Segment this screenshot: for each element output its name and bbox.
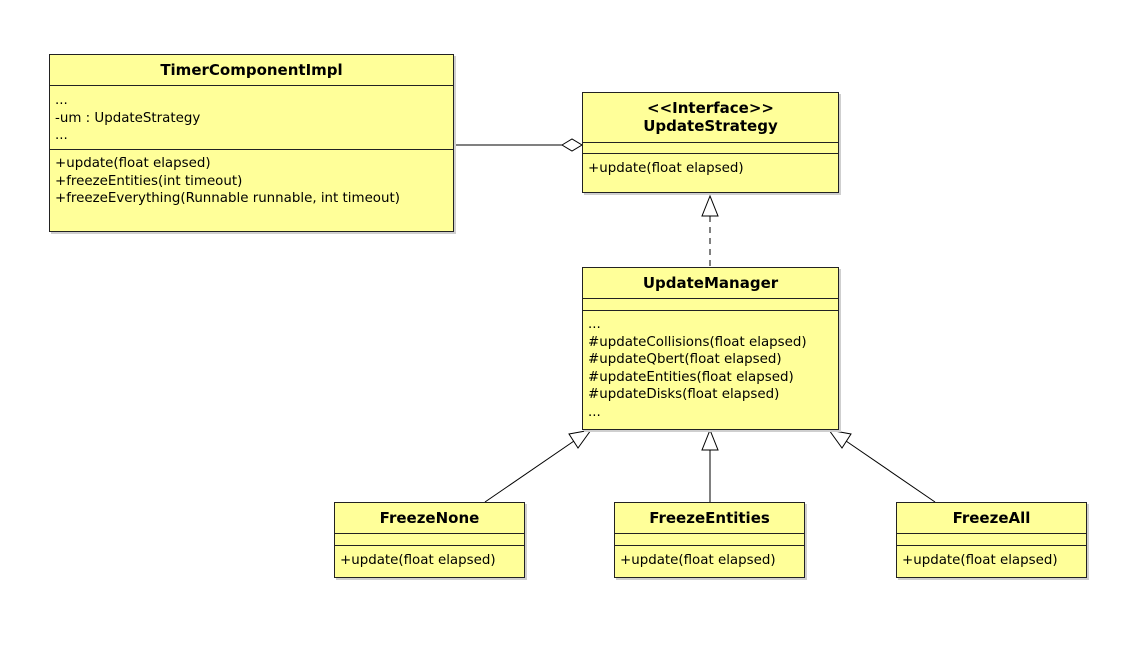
class-timercomponentimpl[interactable]: TimerComponentImpl ... -um : UpdateStrat… — [49, 54, 454, 232]
operation: +update(float elapsed) — [55, 156, 211, 171]
operation: ... — [588, 317, 601, 332]
class-header: FreezeAll — [897, 503, 1086, 534]
stereotype-label: <<Interface>> — [647, 99, 774, 117]
class-header: TimerComponentImpl — [50, 55, 453, 86]
operation: #updateCollisions(float elapsed) — [588, 334, 807, 350]
generalization-line-freezeall — [845, 440, 936, 503]
generalization-arrowhead-freezeall — [827, 429, 852, 449]
operation: #updateQbert(float elapsed) — [588, 352, 782, 367]
operation: +freezeEverything(Runnable runnable, int… — [55, 191, 400, 206]
class-header: UpdateManager — [583, 268, 838, 299]
generalization-arrowhead-freezenone — [568, 429, 593, 449]
interface-updatestrategy[interactable]: <<Interface>> UpdateStrategy +update(flo… — [582, 92, 839, 193]
attributes-section — [897, 534, 1086, 546]
operation: +update(float elapsed) — [620, 553, 776, 568]
class-name: TimerComponentImpl — [160, 61, 343, 79]
class-freezeentities[interactable]: FreezeEntities +update(float elapsed) — [614, 502, 805, 578]
class-header: <<Interface>> UpdateStrategy — [583, 93, 838, 143]
class-updatemanager[interactable]: UpdateManager ... #updateCollisions(floa… — [582, 267, 839, 430]
attributes-section — [335, 534, 524, 546]
class-name: UpdateStrategy — [643, 117, 778, 135]
generalization-line-freezenone — [484, 440, 575, 503]
operation: +update(float elapsed) — [340, 553, 496, 568]
class-name: FreezeNone — [379, 509, 480, 527]
operations-section: ... #updateCollisions(float elapsed) #up… — [583, 311, 838, 421]
operation: #updateEntities(float elapsed) — [588, 369, 794, 385]
attribute: ... — [55, 93, 68, 108]
operations-section: +update(float elapsed) — [583, 154, 838, 178]
operation: ... — [588, 404, 601, 420]
realization-arrowhead — [701, 194, 719, 217]
class-freezenone[interactable]: FreezeNone +update(float elapsed) — [334, 502, 525, 578]
class-name: FreezeAll — [952, 509, 1031, 527]
operations-section: +update(float elapsed) — [335, 546, 524, 570]
attributes-section — [615, 534, 804, 546]
attributes-section: ... -um : UpdateStrategy ... — [50, 86, 453, 150]
attribute: -um : UpdateStrategy — [55, 110, 201, 126]
operations-section: +update(float elapsed) +freezeEntities(i… — [50, 150, 453, 208]
generalization-arrowhead-freezeentities — [701, 428, 719, 451]
class-name: UpdateManager — [642, 274, 779, 292]
operation: +freezeEntities(int timeout) — [55, 173, 243, 189]
class-header: FreezeEntities — [615, 503, 804, 534]
operation: #updateDisks(float elapsed) — [588, 387, 780, 402]
operation: +update(float elapsed) — [588, 161, 744, 176]
attribute: ... — [55, 128, 68, 143]
class-freezeall[interactable]: FreezeAll +update(float elapsed) — [896, 502, 1087, 578]
aggregation-diamond — [561, 138, 583, 152]
attributes-section — [583, 299, 838, 311]
operations-section: +update(float elapsed) — [615, 546, 804, 570]
class-header: FreezeNone — [335, 503, 524, 534]
attributes-section — [583, 143, 838, 154]
operation: +update(float elapsed) — [902, 553, 1058, 568]
operations-section: +update(float elapsed) — [897, 546, 1086, 570]
class-name: FreezeEntities — [649, 509, 770, 527]
